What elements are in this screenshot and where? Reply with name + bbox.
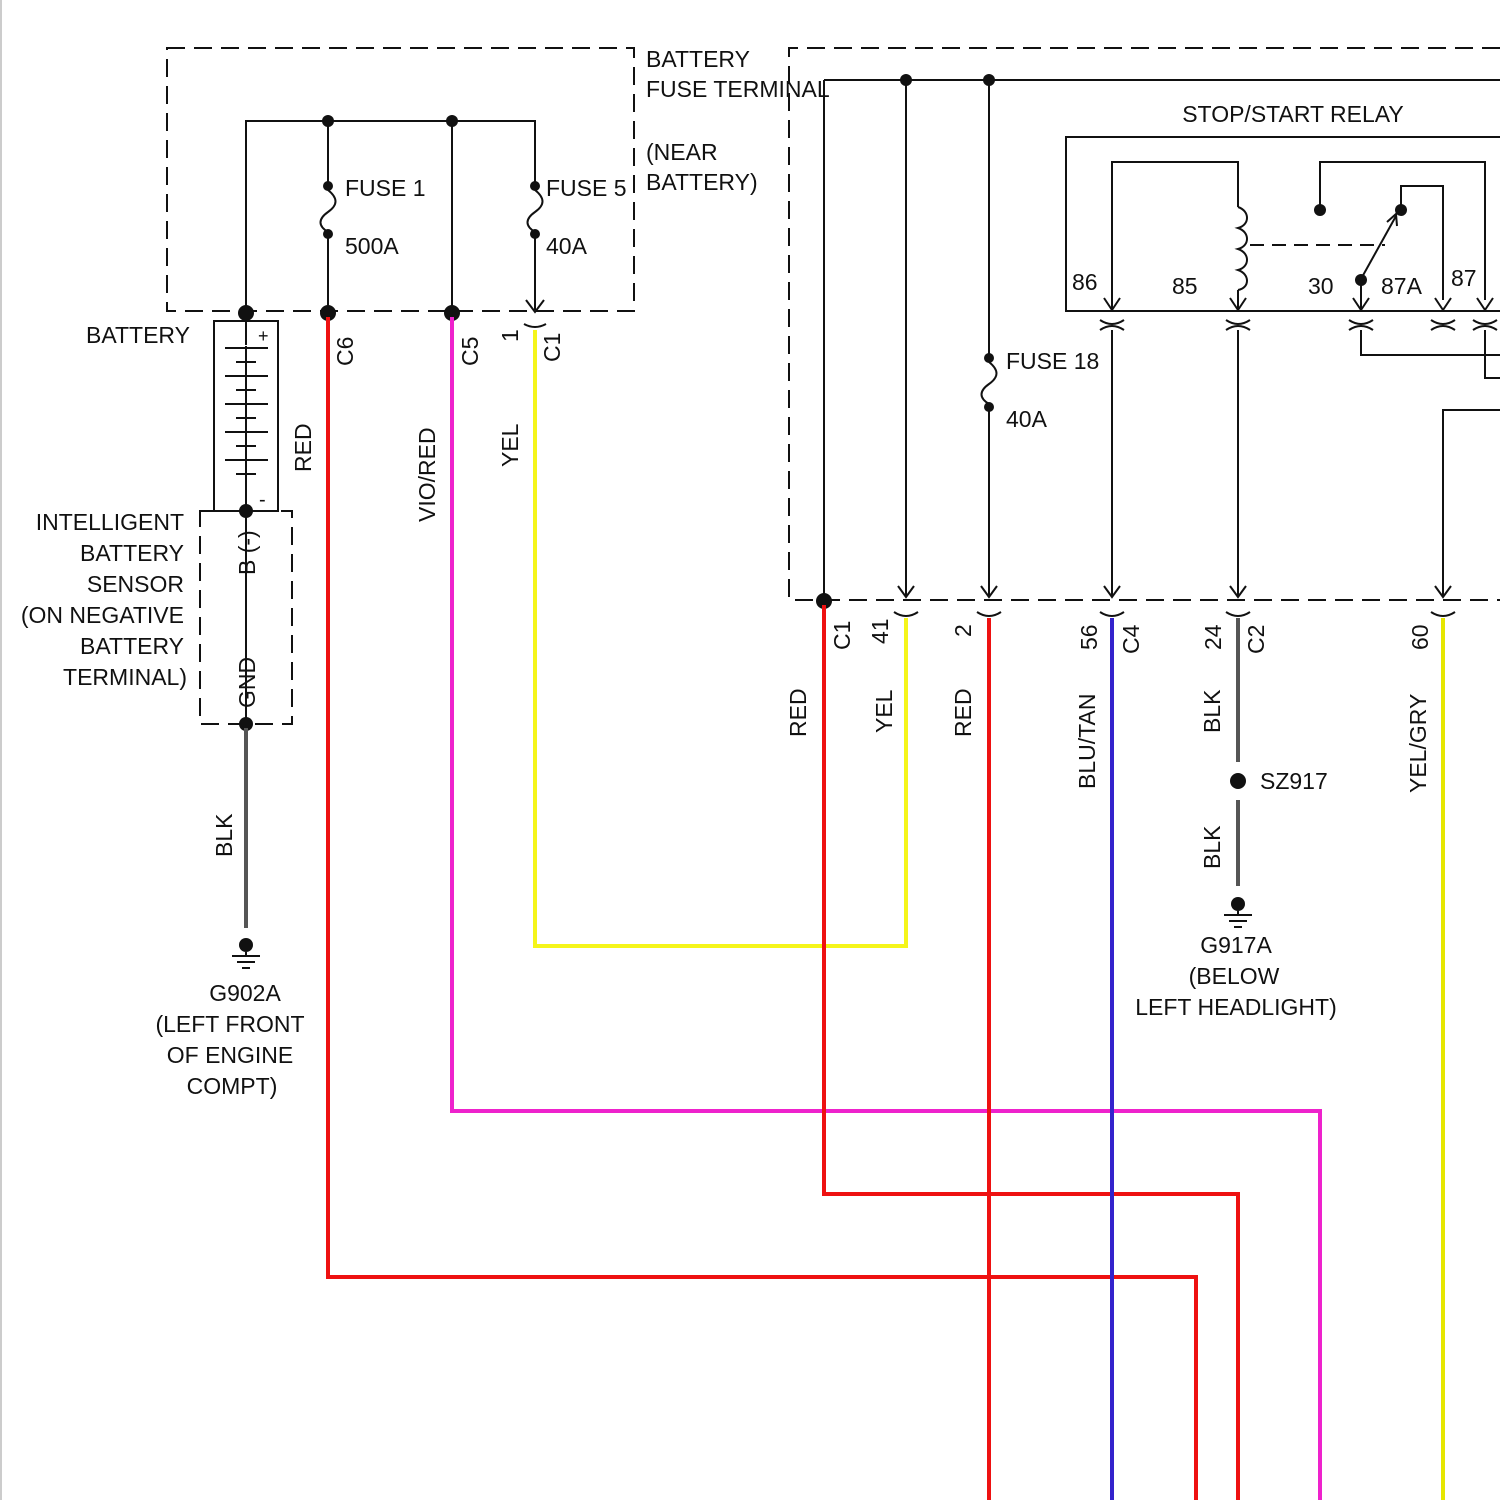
relay-title: STOP/START RELAY: [1182, 101, 1404, 127]
bus-junction-dot: [322, 115, 334, 127]
module-pin-c2: C2: [1243, 625, 1269, 654]
splice-sz917: SZ917: [1230, 768, 1328, 794]
sensor-pin-gnd-label: GND: [234, 657, 260, 708]
fuse18-symbol: [982, 353, 997, 412]
fuse5-symbol: [528, 181, 543, 239]
right-module-outline: [789, 48, 1500, 600]
battery-fuse-terminal-title-1: BATTERY: [646, 46, 750, 72]
ground-g902a-loc-3: COMPT): [187, 1073, 278, 1099]
module-bottom-connectors: [894, 612, 1455, 616]
sensor-pin-b-label: B (-): [234, 530, 260, 575]
battery-fuse-terminal: BATTERY FUSE TERMINAL (NEAR BATTERY) FUS…: [167, 46, 830, 327]
wires: [328, 317, 1443, 1500]
relay-outline: [1066, 137, 1500, 311]
module-pin-c4: C4: [1118, 624, 1144, 654]
battery: BATTERY + -: [86, 313, 278, 511]
wire-red-c1: [824, 605, 1238, 1500]
connector-c1-label: C1: [539, 333, 565, 362]
fuse5-name: FUSE 5: [546, 175, 627, 201]
sensor-b-neg-dot: [239, 504, 253, 518]
relay-switch-arm: [1361, 216, 1396, 279]
battery-label: BATTERY: [86, 322, 190, 348]
ground-g917a: G917A (BELOW LEFT HEADLIGHT): [1135, 897, 1337, 1020]
wire-label-vio-red: VIO/RED: [414, 427, 440, 522]
fuse1-name: FUSE 1: [345, 175, 426, 201]
battery-fuse-terminal-location-2: BATTERY): [646, 169, 758, 195]
fuse-terminal-bus: [246, 121, 535, 313]
wire-label-yel-gry: YEL/GRY: [1405, 694, 1431, 793]
wire-label-yel-41: YEL: [871, 689, 897, 733]
ground-g917a-dot: [1231, 897, 1245, 911]
ground-g902a-loc-2: OF ENGINE: [167, 1042, 294, 1068]
ground-g902a: BLK G902A (LEFT FRONT OF ENGINE COMPT): [155, 728, 304, 1099]
fuse18-rating: 40A: [1006, 406, 1048, 432]
connector-c5-label: C5: [457, 337, 483, 366]
wire-label-blk-24: BLK: [1199, 689, 1225, 733]
sensor-label-5: BATTERY: [80, 633, 184, 659]
fuse1-symbol: [321, 181, 336, 239]
connector-pin1-label: 1: [497, 329, 523, 342]
module-pin-56: 56: [1076, 624, 1102, 650]
relay-pin-30: 30: [1308, 273, 1334, 299]
stop-start-relay: STOP/START RELAY 86 85 30 87A: [1066, 101, 1500, 311]
ground-g902a-loc-1: (LEFT FRONT: [155, 1011, 304, 1037]
ground-g917a-loc-1: (BELOW: [1189, 963, 1280, 989]
connector-c6-label: C6: [332, 337, 358, 366]
ground-g917a-loc-2: LEFT HEADLIGHT): [1135, 994, 1337, 1020]
wire-label-blk-sensor: BLK: [211, 813, 237, 857]
wire-label-blu-tan: BLU/TAN: [1074, 694, 1100, 789]
wire-label-blk-splice: BLK: [1199, 825, 1225, 869]
sensor-label-6: TERMINAL): [63, 664, 187, 690]
fuse5-rating: 40A: [546, 233, 588, 259]
fuse18-name: FUSE 18: [1006, 348, 1099, 374]
relay-pin-87: 87: [1451, 265, 1477, 291]
sensor-label-3: SENSOR: [87, 571, 184, 597]
relay-coil: [1238, 207, 1247, 290]
intelligent-battery-sensor: B (-) GND INTELLIGENT BATTERY SENSOR (ON…: [21, 504, 292, 731]
relay-connectors: [1100, 320, 1500, 597]
wire-label-red-2: RED: [950, 688, 976, 737]
module-bus-dot: [983, 74, 995, 86]
fuse1-rating: 500A: [345, 233, 399, 259]
battery-fuse-terminal-title-2: FUSE TERMINAL: [646, 76, 830, 102]
battery-fuse-terminal-location-1: (NEAR: [646, 139, 718, 165]
ground-g902a-dot: [239, 938, 253, 952]
splice-sz917-dot: [1230, 773, 1246, 789]
wire-label-red-c1: RED: [785, 688, 811, 737]
battery-minus-sign: -: [259, 489, 266, 511]
ground-g917a-name: G917A: [1200, 932, 1272, 958]
sensor-label-1: INTELLIGENT: [36, 509, 184, 535]
module-pin-2: 2: [950, 624, 976, 637]
wire-label-yel-fuse5: YEL: [497, 423, 523, 467]
wire-label-red-battery: RED: [290, 423, 316, 472]
right-module: FUSE 18 40A STOP/START RELAY: [789, 48, 1500, 616]
module-bus-dot: [900, 74, 912, 86]
relay-pin-85: 85: [1172, 273, 1198, 299]
module-pin-c1: C1: [829, 621, 855, 650]
sensor-label-4: (ON NEGATIVE: [21, 602, 184, 628]
module-pin-60: 60: [1407, 624, 1433, 650]
wire-vio-red: [452, 317, 1320, 1500]
battery-plus-sign: +: [258, 326, 269, 346]
module-pin-24: 24: [1200, 624, 1226, 650]
wire-red-battery: [328, 317, 1196, 1500]
splice-sz917-label: SZ917: [1260, 768, 1328, 794]
module-pin-41: 41: [867, 618, 893, 644]
relay-pin-87a: 87A: [1381, 273, 1423, 299]
sensor-label-2: BATTERY: [80, 540, 184, 566]
relay-pin-86: 86: [1072, 269, 1098, 295]
ground-g902a-name: G902A: [209, 980, 281, 1006]
bus-junction-dot: [446, 115, 458, 127]
